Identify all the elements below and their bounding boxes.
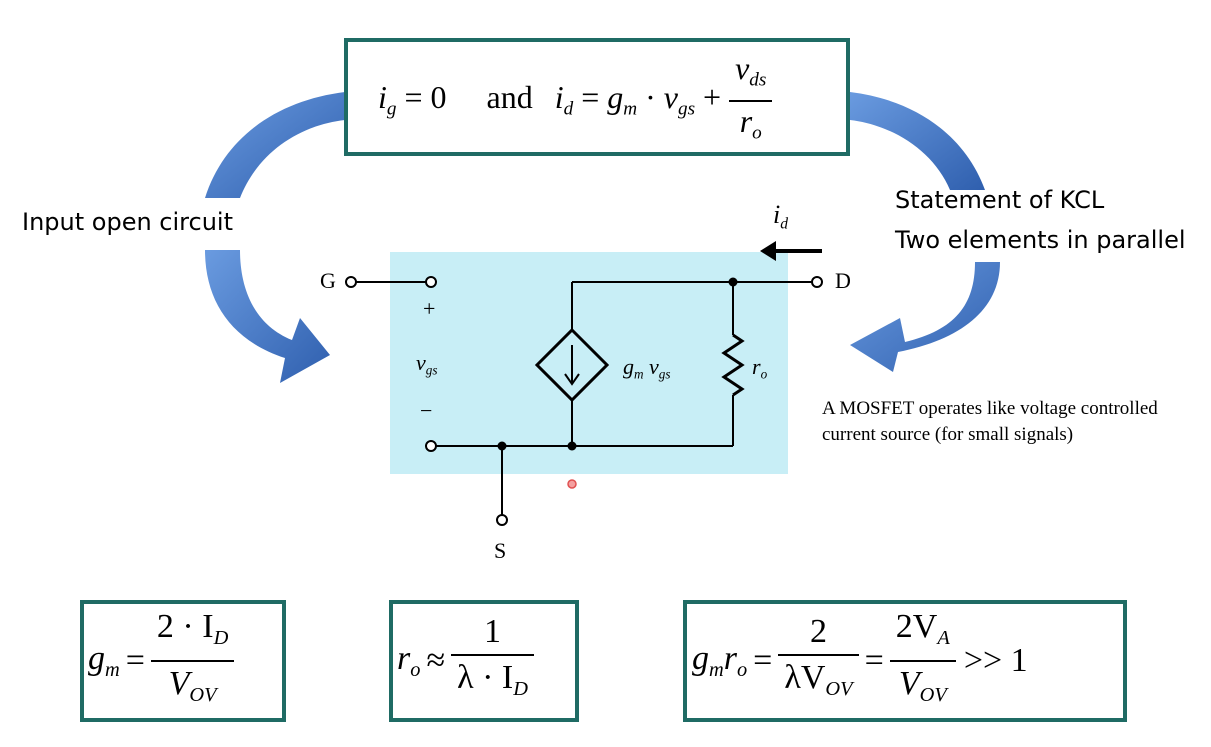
vgs-minus-label: − [420,398,433,423]
top-equation-box [344,38,850,156]
drain-label: D [835,268,851,293]
source-label: S [494,538,507,563]
left-arc-arrow [205,92,345,198]
right-arc-arrow [850,92,985,190]
source-terminal [496,514,508,526]
ro-formula-box [389,600,579,722]
kcl-label-line2: Two elements in parallel [895,226,1186,254]
input-open-circuit-label: Input open circuit [22,208,233,236]
vgs-label: vgs [416,350,438,378]
pointer-dot [567,479,577,489]
left-down-arrow [205,250,330,383]
gate-label: G [320,268,336,293]
circuit-background [390,252,788,474]
top-equation: ig = 0 and id = gm · vgs + vds ro [378,48,773,159]
right-down-arrow [850,262,1000,372]
id-label: id [773,200,789,233]
gm-vgs-label: gm vgs [623,354,671,382]
gate-terminal [345,276,357,288]
ro-formula: ro ≈ 1 λ · ID [397,606,534,716]
vgs-plus-label: + [423,296,436,321]
vds-over-ro-fraction: vds ro [729,49,773,152]
kcl-label-line1: Statement of KCL [895,186,1105,214]
dependent-current-source [534,327,610,403]
drain-terminal [811,276,823,288]
ro-label: ro [752,354,768,382]
gmro-formula: gmro = 2 λVOV = 2VA VOV >> 1 [692,606,1028,716]
gm-formula: gm = 2 · ID VOV [88,606,235,716]
drain-current-arrow [760,241,822,261]
mosfet-note: A MOSFET operates like voltage controlle… [822,398,1158,445]
